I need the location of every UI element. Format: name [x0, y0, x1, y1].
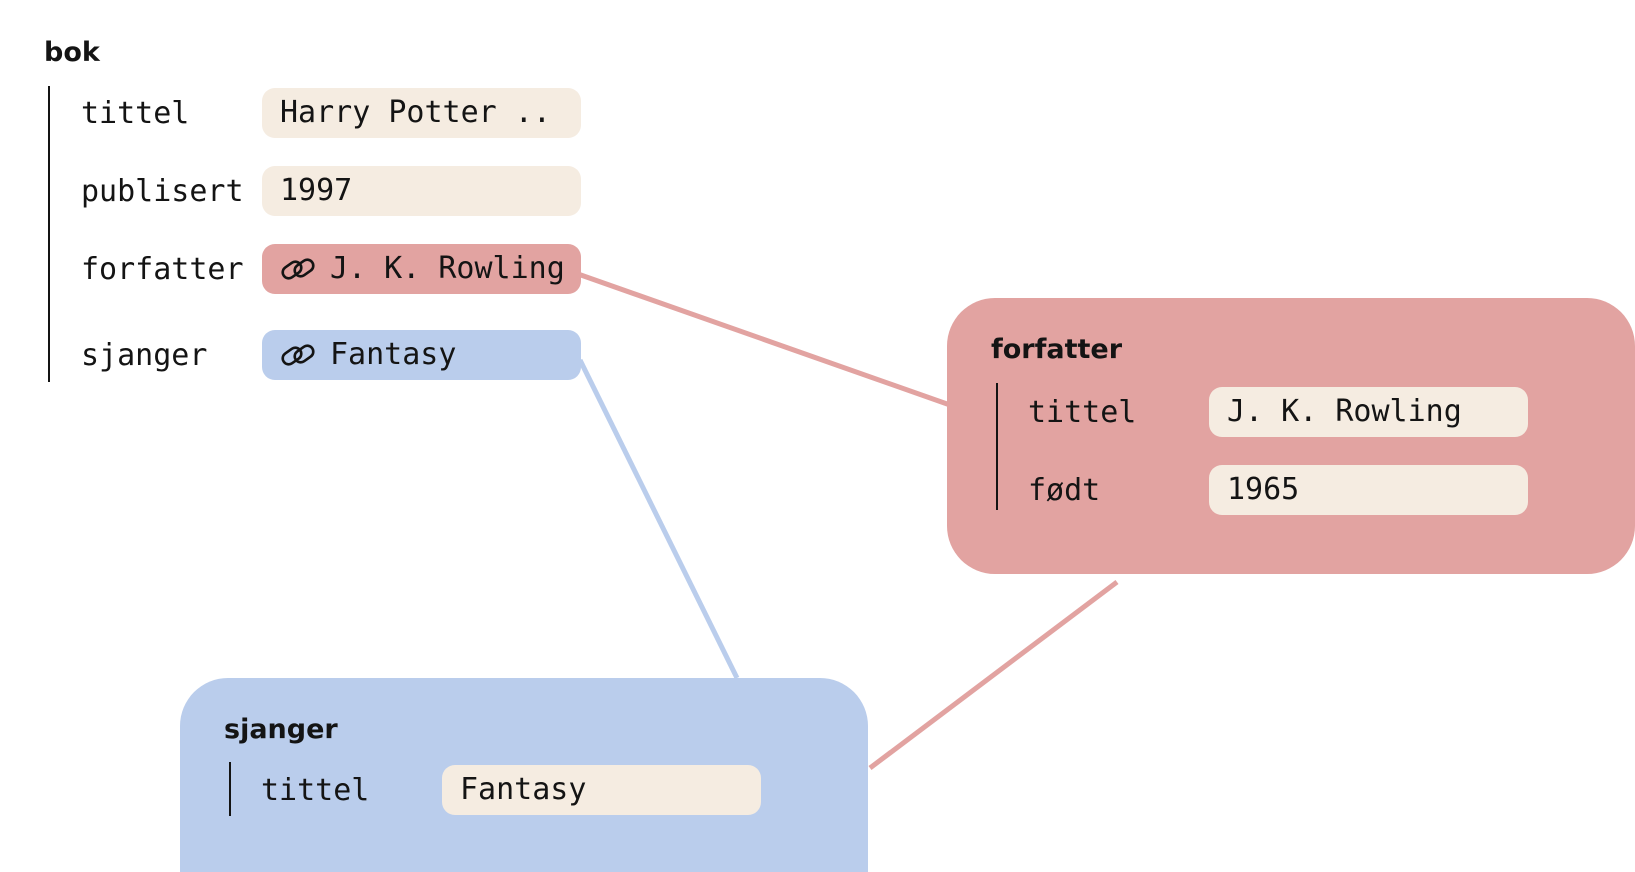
author-connector — [577, 271, 951, 408]
author-genre-connector — [868, 580, 1119, 770]
book-author-value: J. K. Rowling — [330, 251, 565, 286]
author-name-field[interactable]: J. K. Rowling — [1209, 387, 1528, 437]
author-born-field[interactable]: 1965 — [1209, 465, 1528, 515]
author-name-label: tittel — [1028, 395, 1137, 430]
link-icon — [281, 258, 315, 280]
book-title-field[interactable]: Harry Potter .. — [262, 88, 581, 138]
book-published-value: 1997 — [280, 173, 353, 208]
book-author-label: forfatter — [81, 252, 244, 287]
genre-name-value: Fantasy — [460, 772, 587, 807]
author-born-label: født — [1028, 473, 1101, 508]
book-genre-link[interactable]: Fantasy — [262, 330, 581, 380]
link-icon — [281, 344, 315, 366]
genre-title: sjanger — [224, 714, 338, 745]
book-title-label: tittel — [81, 96, 190, 131]
author-title: forfatter — [991, 334, 1123, 365]
book-published-label: publisert — [81, 174, 244, 209]
genre-name-field[interactable]: Fantasy — [442, 765, 761, 815]
author-name-value: J. K. Rowling — [1227, 394, 1462, 429]
book-published-field[interactable]: 1997 — [262, 166, 581, 216]
book-title-value: Harry Potter .. — [280, 95, 551, 130]
book-author-link[interactable]: J. K. Rowling — [262, 244, 581, 294]
author-bracket — [996, 383, 998, 510]
book-title: bok — [44, 37, 100, 68]
author-born-value: 1965 — [1227, 472, 1300, 507]
book-bracket — [48, 86, 50, 382]
genre-name-label: tittel — [261, 773, 370, 808]
book-genre-label: sjanger — [81, 338, 208, 373]
genre-connector — [577, 358, 740, 680]
book-genre-value: Fantasy — [330, 337, 457, 372]
genre-bracket — [229, 762, 231, 816]
